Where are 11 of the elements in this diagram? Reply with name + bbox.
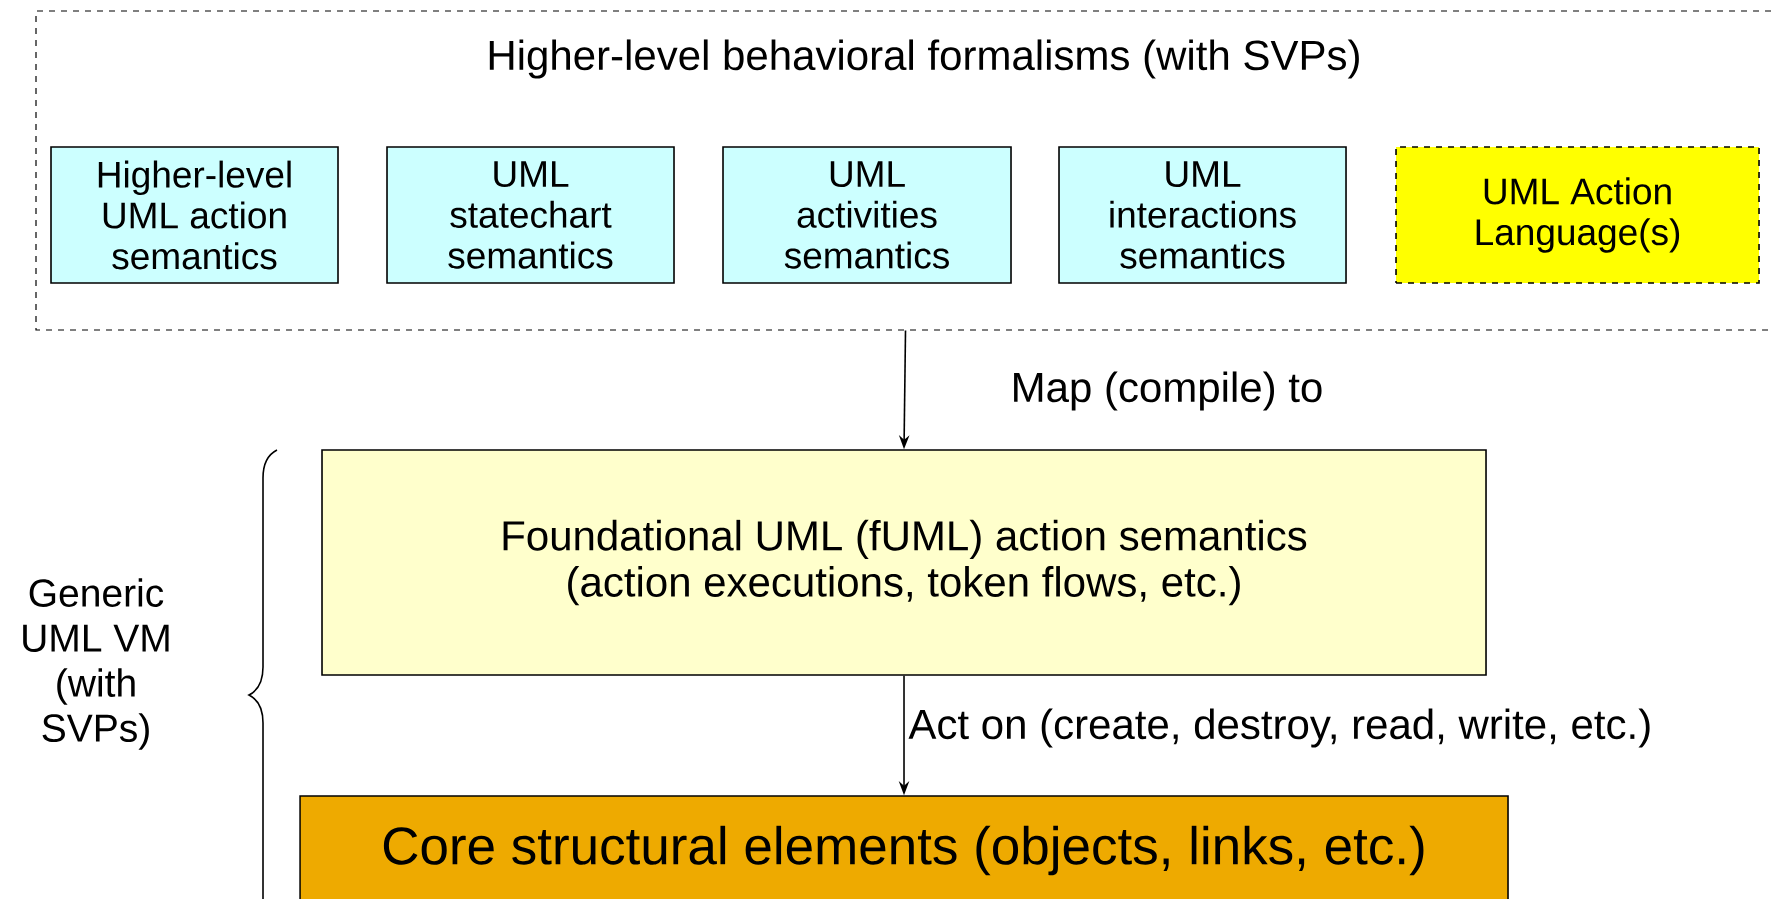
semantics-box: UML activities semantics: [722, 146, 1012, 284]
side-label: Generic UML VM (with SVPs): [23, 578, 169, 750]
semantics-box: UML interactions semantics: [1058, 146, 1347, 284]
semantics-box: UML Action Language(s): [1395, 146, 1760, 284]
edge-label: Act on (create, destroy, read, write, etc.): [908, 708, 1650, 748]
semantics-box: UML statechart semantics: [386, 146, 675, 284]
layer-box: Foundational UML (fUML) action semantics (action executions, token flows, etc.): [321, 449, 1487, 676]
group-title: Higher-level behavioral formalisms (with SVPs): [489, 39, 1359, 79]
semantics-box: Higher-level UML action semantics: [50, 146, 339, 284]
edge-label: Map (compile) to: [1014, 371, 1322, 411]
layer-box: Core structural elements (objects, links, etc.): [299, 795, 1509, 899]
